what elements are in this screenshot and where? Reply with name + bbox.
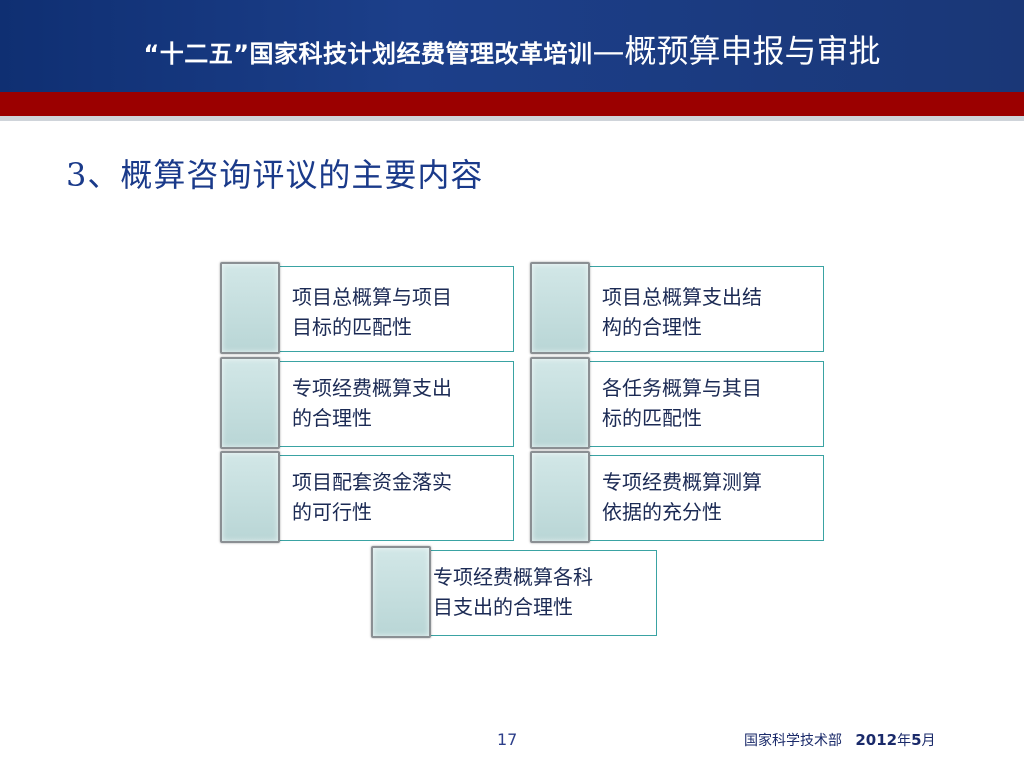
slide-title: “十二五”国家科技计划经费管理改革培训—概预算申报与审批 [0,26,1024,72]
card-marker [530,262,590,354]
card-matching-funds-feasibility: 项目配套资金落实 的可行性 [220,451,514,543]
card-total-budget-structure: 项目总概算支出结 构的合理性 [530,262,824,354]
org-name: 国家科学技术部 [744,733,842,749]
card-text-line: 目支出的合理性 [433,595,573,619]
card-text-line: 标的匹配性 [602,406,702,430]
card-marker [530,357,590,449]
page-number: 17 [497,730,518,749]
card-subject-expense: 专项经费概算各科 目支出的合理性 [371,546,657,638]
card-task-budget-goal-match: 各任务概算与其目 标的匹配性 [530,357,824,449]
card-marker [220,262,280,354]
card-special-fund-expense: 专项经费概算支出 的合理性 [220,357,514,449]
red-accent-bar [0,92,1024,116]
card-text-line: 各任务概算与其目 [602,376,762,400]
card-calculation-basis: 专项经费概算测算 依据的充分性 [530,451,824,543]
card-marker [530,451,590,543]
card-text-line: 依据的充分性 [602,500,722,524]
card-text-line: 项目总概算与项目 [292,285,452,309]
card-text-line: 专项经费概算各科 [433,565,593,589]
card-text-line: 专项经费概算支出 [292,376,452,400]
card-text-line: 的可行性 [292,500,372,524]
slide-title-main: “十二五”国家科技计划经费管理改革培训 [143,40,593,68]
footer-organization: 国家科学技术部 2012年5月 [744,730,936,750]
card-text-line: 的合理性 [292,406,372,430]
footer-month: 5 [911,731,922,749]
gray-divider [0,116,1024,121]
card-text-line: 项目总概算支出结 [602,285,762,309]
card-marker [220,451,280,543]
footer-month-suffix: 月 [921,733,936,749]
section-heading: 3、概算咨询评议的主要内容 [66,156,484,194]
card-text-line: 构的合理性 [602,315,702,339]
card-text-line: 项目配套资金落实 [292,470,452,494]
title-banner: “十二五”国家科技计划经费管理改革培训—概预算申报与审批 [0,0,1024,92]
card-text-line: 目标的匹配性 [292,315,412,339]
slide-title-sub: —概预算申报与审批 [592,32,881,70]
card-total-budget-goal-match: 项目总概算与项目 目标的匹配性 [220,262,514,354]
card-text-line: 专项经费概算测算 [602,470,762,494]
card-marker [220,357,280,449]
footer-year-suffix: 年 [897,733,912,749]
footer-year: 2012 [855,731,898,749]
card-marker [371,546,431,638]
